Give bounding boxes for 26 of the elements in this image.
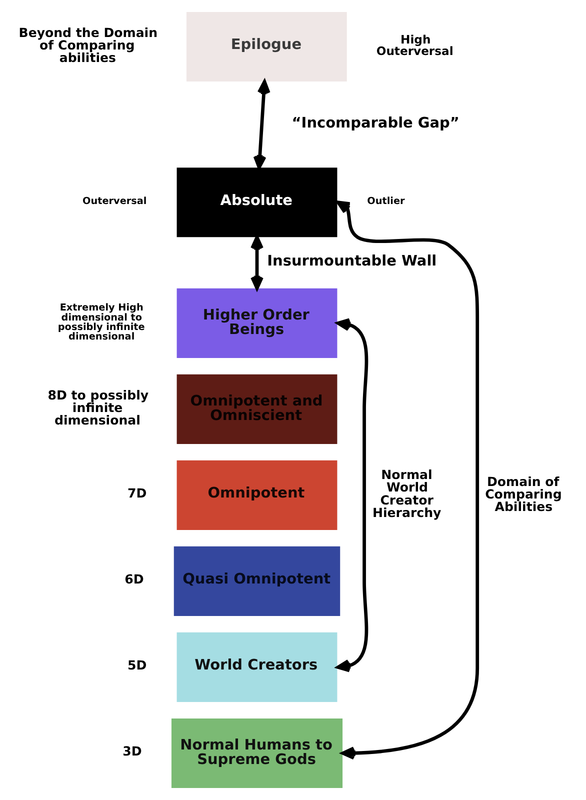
node-box: Absolute <box>176 168 338 238</box>
node-label: High Outerversal <box>376 32 454 58</box>
edge-label: Normal World Creator Hierarchy <box>372 467 442 520</box>
node-box: Quasi Omnipotent <box>174 546 340 616</box>
arrow <box>336 318 368 672</box>
node-box: Omnipotent and Omniscient <box>176 374 338 444</box>
edge-label: “Incomparable Gap” <box>292 115 460 132</box>
edge-label: Insurmountable Wall <box>267 254 437 270</box>
node-label: 6D <box>124 572 144 587</box>
arrow <box>253 80 270 170</box>
node-label: Extremely High dimensional to possibly infinite dimensional <box>58 302 145 343</box>
node-box: Higher Order Beings <box>176 288 338 358</box>
node-box: Omnipotent <box>176 460 338 530</box>
node-label: 3D <box>122 744 142 759</box>
node-box: Epilogue <box>186 12 347 82</box>
arrow <box>250 236 264 290</box>
node-label: Outerversal <box>82 196 147 207</box>
node-label: Beyond the Domain of Comparing abilities <box>18 24 158 66</box>
arrow <box>336 200 480 760</box>
node-label: 8D to possibly infinite dimensional <box>48 387 149 428</box>
node-box: Normal Humans to Supreme Gods <box>171 718 343 788</box>
node-label: Outlier <box>367 196 405 207</box>
node-box: World Creators <box>176 632 338 702</box>
edge-label: Domain of Comparing Abilities <box>485 474 562 514</box>
node-label: 5D <box>127 658 147 673</box>
node-label: 7D <box>127 486 147 501</box>
